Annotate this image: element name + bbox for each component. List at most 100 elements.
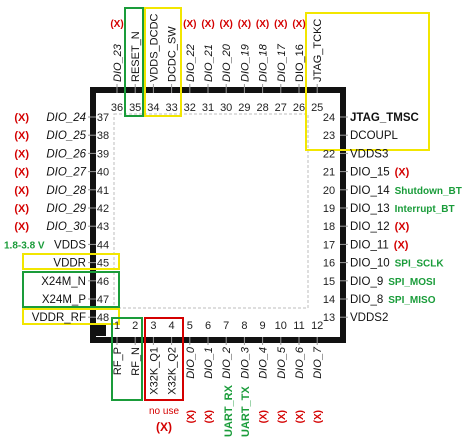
pin-label-dcoupl: DCOUPL xyxy=(350,130,399,142)
pin-label-dio-1: DIO_1 xyxy=(203,347,215,379)
pin-label-reset-n: RESET_N xyxy=(130,31,142,82)
pin-note-spi-mosi: SPI_MOSI xyxy=(388,277,435,288)
pin-number-44: 44 xyxy=(97,239,109,251)
pin-number-17: 17 xyxy=(323,239,335,251)
pin-label-dio-10: DIO_10 xyxy=(350,258,390,270)
pin-number-19: 19 xyxy=(323,203,335,215)
pin-label-dio-7: DIO_7 xyxy=(312,346,324,379)
pin-label-dio-12: DIO_12 xyxy=(350,221,390,233)
pin-x-marker-6: (X) xyxy=(204,410,215,423)
pin-x-marker-12: (X) xyxy=(313,410,324,423)
pin-label-dio-0: DIO_0 xyxy=(185,346,197,379)
pin-number-45: 45 xyxy=(97,258,109,270)
pin-x-marker-11: (X) xyxy=(295,410,306,423)
uart-rx-label: UART_RX xyxy=(223,384,235,437)
pin-label-vdds2: VDDS2 xyxy=(350,312,388,324)
pin-label-vdds-dcdc: VDDS_DCDC xyxy=(148,13,160,82)
pin-number-9: 9 xyxy=(260,320,266,332)
pin-number-32: 32 xyxy=(184,102,196,114)
pin-number-20: 20 xyxy=(323,185,335,197)
pin-label-rf-n: RF_N xyxy=(130,347,142,376)
pin-number-22: 22 xyxy=(323,148,335,160)
pin-label-x32k-q2: X32K_Q2 xyxy=(167,347,179,395)
pin-label-jtag-tckc: JTAG_TCKC xyxy=(312,19,324,82)
pin-x-marker-27: (X) xyxy=(274,19,287,30)
pin-number-48: 48 xyxy=(97,312,109,324)
pin-number-29: 29 xyxy=(238,102,250,114)
highlight-rf-pins xyxy=(111,317,143,401)
pin-number-14: 14 xyxy=(323,294,335,306)
pin-label-dio-22: DIO_22 xyxy=(185,44,197,82)
pin-number-23: 23 xyxy=(323,130,335,142)
pin-number-26: 26 xyxy=(293,102,305,114)
pin-number-41: 41 xyxy=(97,185,109,197)
pin-number-16: 16 xyxy=(323,258,335,270)
pin-label-vddr: VDDR xyxy=(53,258,86,270)
pin-number-18: 18 xyxy=(323,221,335,233)
pin-number-43: 43 xyxy=(97,221,109,233)
pin-number-1: 1 xyxy=(114,320,120,332)
pin-label-dio-14: DIO_14 xyxy=(350,185,390,197)
pin-number-12: 12 xyxy=(311,320,323,332)
pin-label-dio-28: DIO_28 xyxy=(46,185,86,197)
pin1-marker xyxy=(93,323,106,336)
pin-x-marker-17: (X) xyxy=(394,239,409,251)
pin-number-35: 35 xyxy=(129,102,141,114)
uart-tx-label: UART_TX xyxy=(240,386,252,437)
pin-x-marker-26: (X) xyxy=(292,19,305,30)
pin-number-25: 25 xyxy=(311,102,323,114)
pin-label-x32k-q1: X32K_Q1 xyxy=(148,347,160,395)
pin-label-dio-8: DIO_8 xyxy=(350,294,383,306)
pin-label-dio-20: DIO_20 xyxy=(221,43,233,82)
chip-die-outline xyxy=(113,113,309,309)
pin-label-rf-p: RF_P xyxy=(112,347,124,375)
pin-number-28: 28 xyxy=(256,102,268,114)
pin-label-dio-13: DIO_13 xyxy=(350,203,390,215)
pin-label-dio-29: DIO_29 xyxy=(46,203,86,215)
pin-x-marker-39: (X) xyxy=(14,148,29,160)
pin-number-7: 7 xyxy=(223,320,229,332)
pin-x-marker-10: (X) xyxy=(277,410,288,423)
pin-number-47: 47 xyxy=(97,294,109,306)
pin-x-marker-42: (X) xyxy=(14,203,29,215)
pin-x-marker-31: (X) xyxy=(201,19,214,30)
pin-label-dio-23: DIO_23 xyxy=(112,43,124,82)
pin-x-marker-18: (X) xyxy=(395,221,410,233)
pin-number-30: 30 xyxy=(220,102,232,114)
chip-body-frame xyxy=(90,87,346,343)
pin-number-46: 46 xyxy=(97,276,109,288)
highlight-x32k-pins xyxy=(144,317,184,401)
pins-layer: 36DIO_23(X)35RESET_N34VDDS_DCDC33DCDC_SW… xyxy=(4,13,462,423)
pin-label-vddr-rf: VDDR_RF xyxy=(32,312,86,324)
pin-x-marker-29: (X) xyxy=(238,19,251,30)
no-use-label: no use xyxy=(149,406,179,417)
pin-number-6: 6 xyxy=(205,320,211,332)
pin-number-42: 42 xyxy=(97,203,109,215)
pin-label-dio-27: DIO_27 xyxy=(46,167,86,179)
pin-x-marker-9: (X) xyxy=(259,410,270,423)
pin-label-dio-16: DIO_16 xyxy=(294,44,306,82)
pin-label-dio-6: DIO_6 xyxy=(294,346,306,379)
pin-x-marker-21: (X) xyxy=(395,167,410,179)
pin-label-vdds: VDDS xyxy=(54,239,86,251)
pin-x-marker-5: (X) xyxy=(186,410,197,423)
pin-label-dio-2: DIO_2 xyxy=(221,347,233,379)
pin-label-dio-9: DIO_9 xyxy=(350,276,383,288)
highlight-vddr-pin xyxy=(22,253,120,270)
pin-label-dio-30: DIO_30 xyxy=(46,221,86,233)
pin-label-dio-25: DIO_25 xyxy=(46,130,86,142)
highlight-dcdc-pins xyxy=(144,7,182,117)
pin-number-8: 8 xyxy=(241,320,247,332)
pin-label-dio-21: DIO_21 xyxy=(203,44,215,82)
pin-label-x24m-p: X24M_P xyxy=(42,294,86,306)
highlight-reset-pin xyxy=(124,7,144,117)
pin-x-marker-36: (X) xyxy=(110,19,123,30)
pin-number-13: 13 xyxy=(323,312,335,324)
highlight-jtag-pins xyxy=(305,12,430,151)
pin-label-dio-11: DIO_11 xyxy=(350,239,389,251)
pin-label-dio-26: DIO_26 xyxy=(46,148,86,160)
pin-label-dio-24: DIO_24 xyxy=(46,112,86,124)
pin-number-37: 37 xyxy=(97,112,109,124)
pin-label-dio-4: DIO_4 xyxy=(258,347,270,379)
